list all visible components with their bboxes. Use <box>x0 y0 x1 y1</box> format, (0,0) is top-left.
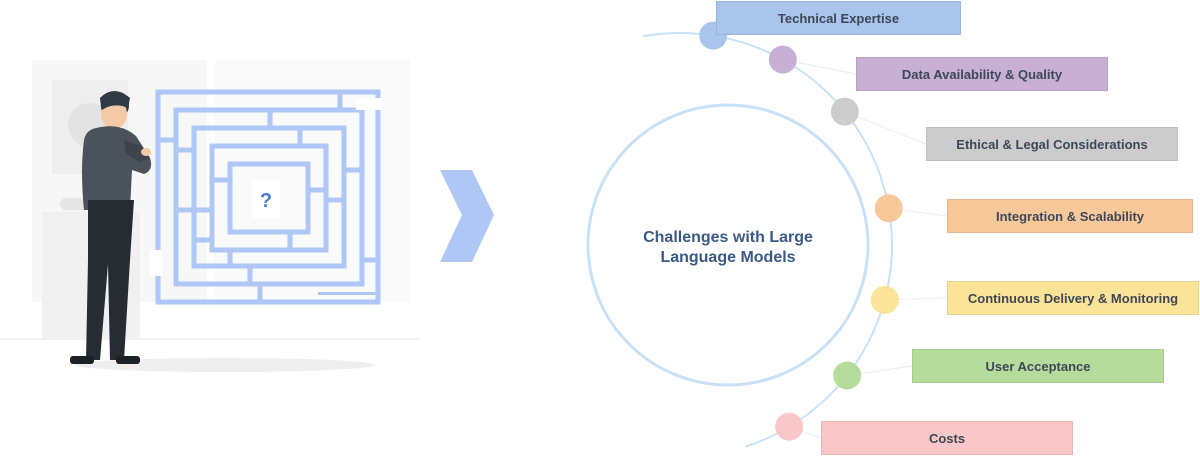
center-title: Challenges with Large Language Models <box>597 228 859 268</box>
challenge-label: Ethical & Legal Considerations <box>926 127 1178 161</box>
maze-center-cell <box>252 180 280 218</box>
floor-line <box>0 338 420 340</box>
bullet-dot <box>870 285 899 314</box>
orbit-arc <box>643 31 893 448</box>
bullet-dots <box>699 21 903 441</box>
trousers <box>86 200 134 360</box>
hand <box>141 148 151 156</box>
center-title-line-1: Challenges with Large <box>643 229 813 246</box>
left-shoe <box>70 356 94 364</box>
center-circle <box>586 103 870 387</box>
bullet-dot <box>830 97 859 126</box>
challenge-label: Integration & Scalability <box>947 199 1193 233</box>
chevron-right-icon <box>440 170 494 262</box>
bullet-dot <box>874 194 903 223</box>
challenge-label: User Acceptance <box>912 349 1164 383</box>
bullet-dot <box>833 361 862 390</box>
center-title-line-2: Language Models <box>660 249 796 266</box>
man-figure <box>70 91 152 364</box>
question-mark-icon: ? <box>260 190 272 212</box>
maze <box>155 89 381 305</box>
challenge-label: Costs <box>821 421 1073 455</box>
bullet-dot <box>775 412 804 441</box>
crossed-arm <box>124 140 150 162</box>
man-maze-illustration: ? <box>0 60 420 372</box>
connector-line <box>844 111 927 145</box>
floor-shadow <box>75 358 375 372</box>
bullet-dot <box>768 45 797 74</box>
challenge-label: Data Availability & Quality <box>856 57 1108 91</box>
right-shoe <box>116 356 140 364</box>
challenge-label: Technical Expertise <box>716 1 961 35</box>
challenge-label: Continuous Delivery & Monitoring <box>947 281 1199 315</box>
